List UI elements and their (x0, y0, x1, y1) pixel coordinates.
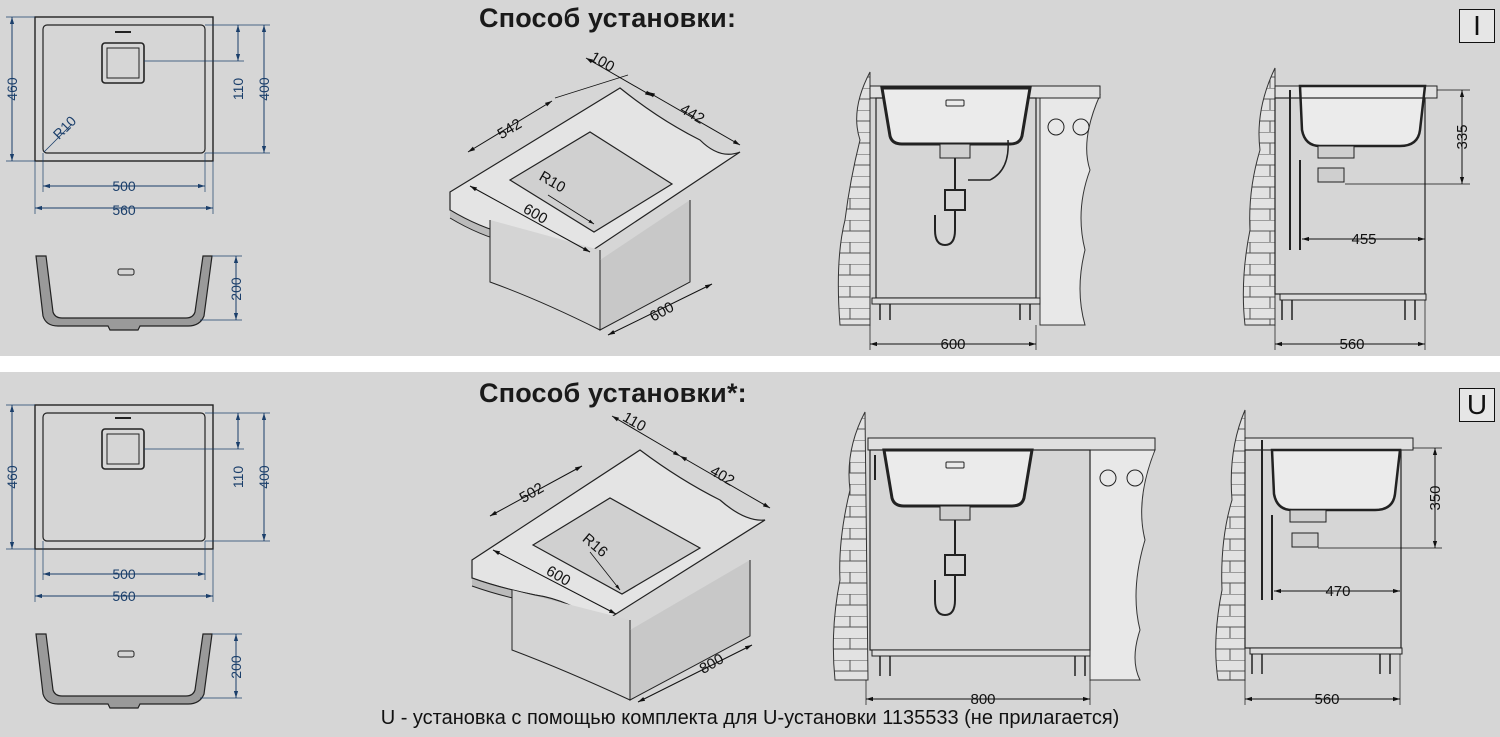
top-side-dim-455: 455 (1351, 231, 1376, 248)
top-side-dim-335: 335 (1454, 124, 1471, 149)
top-plan-dim-500: 500 (112, 178, 136, 194)
top-plan-dim-460: 460 (4, 77, 20, 101)
bottom-badge: U (1459, 388, 1495, 422)
bottom-side-view: 350 470 560 (1215, 409, 1444, 708)
bottom-section-dim-200: 200 (228, 655, 244, 679)
top-side-view: 335 455 560 (1242, 67, 1471, 353)
bottom-plan-dim-400: 400 (256, 465, 272, 489)
bottom-cutout-dim-402: 402 (707, 462, 737, 489)
top-cutout-view: 542 100 442 R10 600 600 (449, 48, 741, 336)
bottom-plan-dim-560: 560 (112, 588, 136, 604)
top-cutout-dim-542: 542 (495, 115, 525, 142)
top-plan-radius: R10 (50, 113, 80, 143)
bottom-section-view: 200 (35, 633, 244, 709)
bottom-plan-dim-460: 460 (4, 465, 20, 489)
top-plan-dim-400: 400 (256, 77, 272, 101)
top-plan-view: 460 110 400 R10 500 560 (4, 16, 272, 218)
bottom-cutout-dim-110: 110 (620, 409, 649, 436)
bottom-plan-view: 460 110 400 500 560 (4, 404, 272, 604)
top-front-dim-600: 600 (940, 336, 965, 353)
footnote: U - установка с помощью комплекта для U-… (380, 707, 1120, 729)
top-section-dim-200: 200 (228, 277, 244, 301)
top-front-view: 600 (837, 71, 1101, 353)
bottom-plan-dim-110: 110 (230, 466, 246, 489)
bottom-front-dim-800: 800 (970, 691, 995, 708)
bottom-side-dim-470: 470 (1325, 583, 1350, 600)
bottom-cutout-dim-502: 502 (517, 479, 547, 506)
bottom-cutout-view: 502 110 402 R16 600 800 (471, 409, 771, 703)
top-section-view: 200 (35, 255, 244, 331)
bottom-title: Способ установки*: (479, 378, 747, 408)
bottom-front-view: 800 (832, 411, 1156, 708)
top-plan-dim-560: 560 (112, 202, 136, 218)
bottom-side-dim-350: 350 (1427, 485, 1444, 510)
top-badge: I (1459, 9, 1495, 43)
bottom-side-dim-560: 560 (1314, 691, 1339, 708)
bottom-plan-dim-500: 500 (112, 566, 136, 582)
top-plan-dim-110: 110 (230, 78, 246, 101)
top-side-dim-560: 560 (1339, 336, 1364, 353)
top-cutout-dim-100: 100 (587, 48, 617, 75)
top-title: Способ установки: (479, 3, 737, 33)
